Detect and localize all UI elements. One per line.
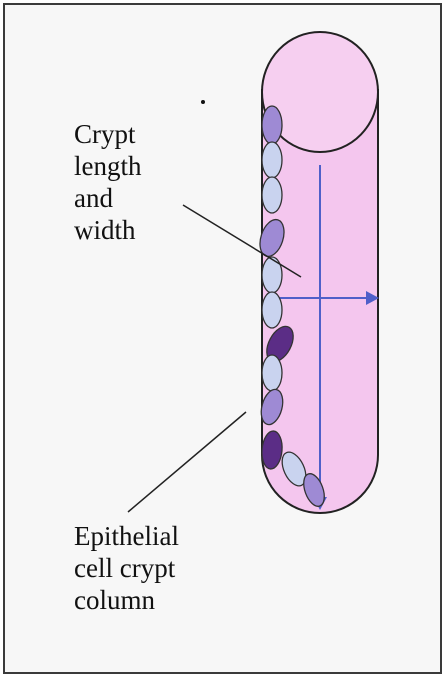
crypt-length-width-label: Crypt length and width: [74, 118, 142, 246]
epithelial-cell: [262, 142, 282, 178]
epithelial-cell: [262, 355, 282, 391]
epithelial-cell: [262, 292, 282, 328]
epithelial-column-leader-line: [128, 412, 246, 512]
epithelial-cell: [262, 106, 282, 144]
epithelial-cell: [262, 177, 282, 213]
epithelial-cell: [262, 257, 282, 293]
epithelial-cell-crypt-column-label: Epithelial cell crypt column: [74, 520, 179, 616]
stray-dot: [201, 100, 205, 104]
